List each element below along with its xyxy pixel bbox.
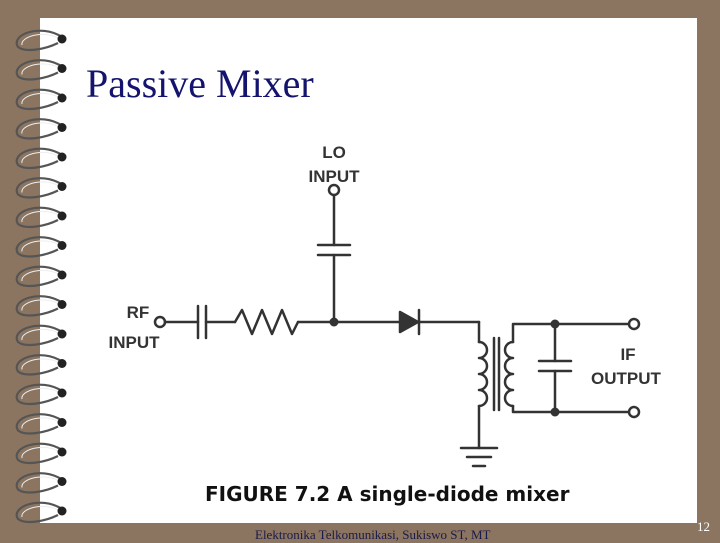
spiral-ring-icon — [15, 295, 67, 317]
if-capacitor-icon — [537, 359, 573, 373]
resistor-icon — [233, 308, 300, 336]
spiral-ring-icon — [15, 177, 67, 199]
if-output-label: OUTPUT — [591, 369, 662, 388]
junction-dot-icon — [329, 317, 339, 327]
spiral-ring-icon — [15, 442, 67, 465]
spiral-ring-icon — [15, 472, 67, 494]
if-output-terminal-top-icon — [627, 317, 641, 331]
transformer-secondary-icon — [503, 340, 515, 408]
spiral-ring-icon — [15, 354, 67, 376]
junction-dot-icon — [550, 319, 560, 329]
lo-input-label: INPUT — [309, 167, 361, 186]
ground-icon — [459, 446, 499, 468]
spiral-ring-icon — [15, 206, 67, 229]
spiral-ring-icon — [15, 59, 67, 81]
spiral-ring-icon — [15, 29, 67, 52]
spiral-ring-icon — [15, 265, 67, 288]
spiral-ring-icon — [15, 324, 67, 347]
diode-icon — [398, 308, 421, 336]
spiral-ring-icon — [15, 413, 67, 435]
slide-title: Passive Mixer — [86, 61, 314, 106]
junction-dot-icon — [550, 407, 560, 417]
lo-capacitor-icon — [316, 243, 352, 257]
if-label: IF — [620, 345, 635, 364]
spiral-ring-icon — [15, 236, 67, 258]
rf-label: RF — [127, 303, 150, 322]
spiral-ring-icon — [15, 383, 67, 406]
spiral-ring-icon — [15, 501, 67, 524]
spiral-ring-icon — [15, 88, 67, 111]
if-output-terminal-bottom-icon — [627, 405, 641, 419]
page-number: 12 — [697, 519, 710, 534]
rf-input-label: INPUT — [109, 333, 161, 352]
spiral-ring-icon — [15, 147, 67, 170]
transformer-primary-icon — [477, 340, 489, 408]
lo-input-terminal-icon — [327, 183, 341, 197]
lo-label: LO — [322, 143, 346, 162]
figure-caption: FIGURE 7.2 A single-diode mixer — [205, 482, 570, 506]
footer-text: Elektronika Telkomunikasi, Sukiswo ST, M… — [255, 527, 491, 542]
slide-canvas — [40, 18, 697, 523]
rf-input-terminal-icon — [153, 315, 167, 329]
spiral-binding-icon — [15, 29, 67, 524]
spiral-ring-icon — [15, 118, 67, 140]
